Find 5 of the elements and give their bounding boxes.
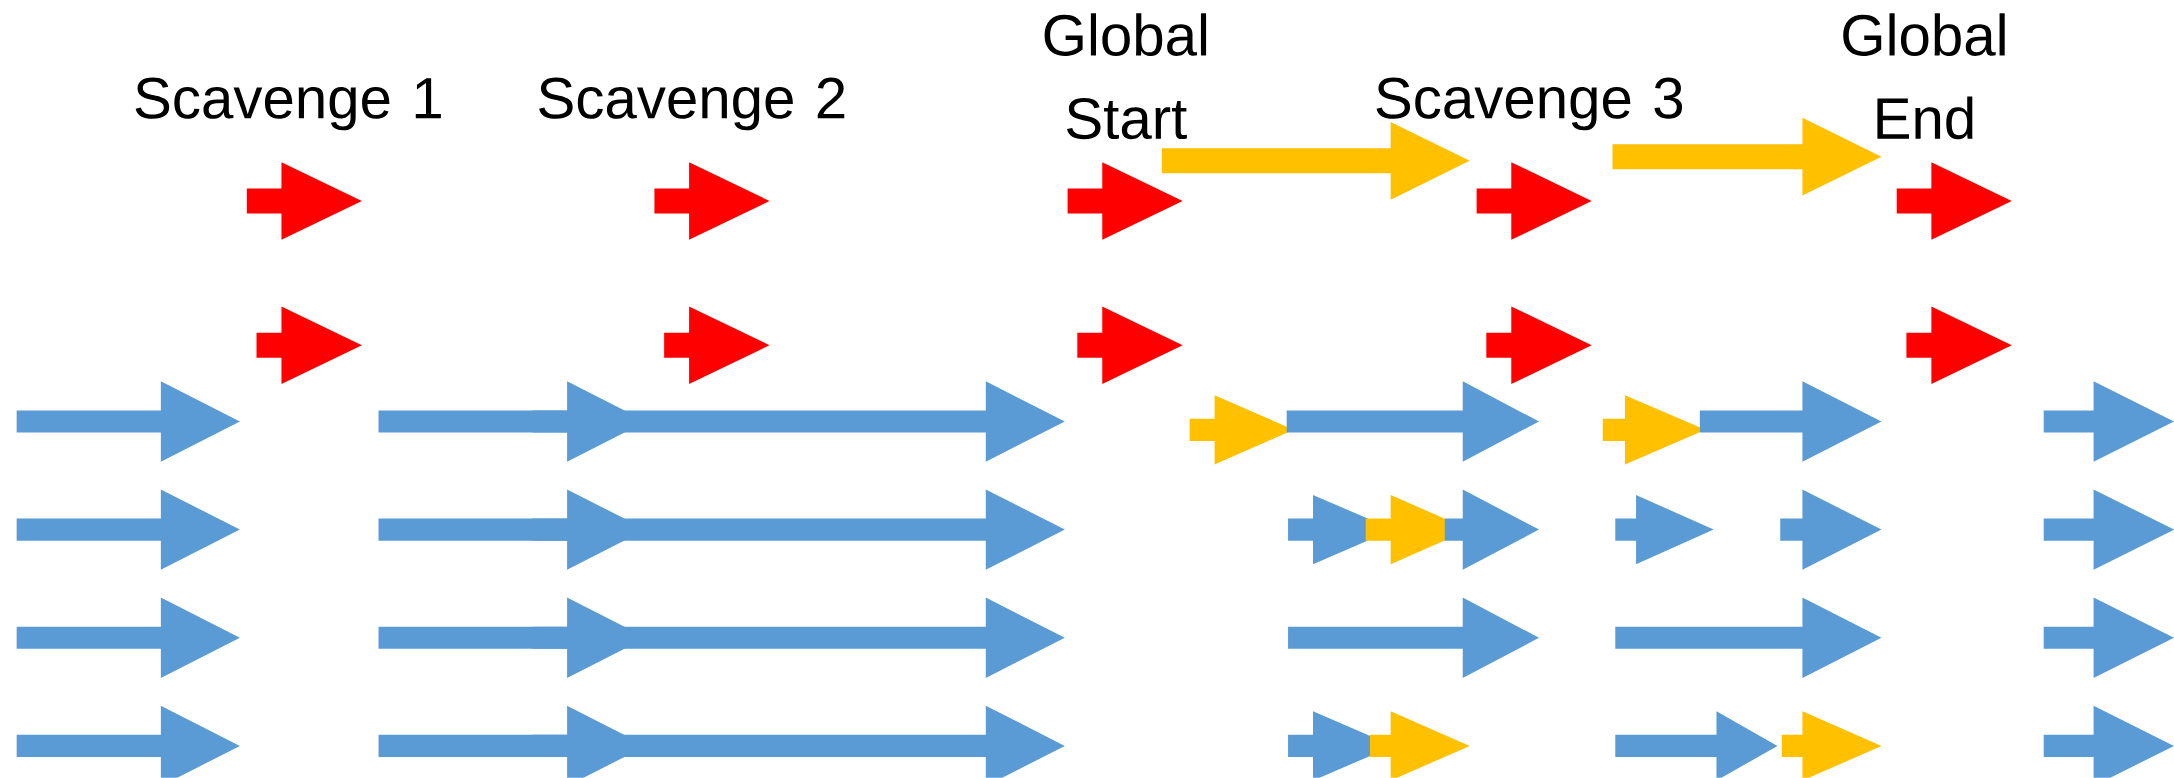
stage-label: Global End bbox=[1843, 13, 2005, 140]
stage-label: Scavenge 1 bbox=[135, 77, 441, 131]
stage-label: Scavenge 2 bbox=[539, 77, 845, 131]
stage-label: Global Start bbox=[1044, 13, 1207, 140]
stage-label: Scavenge 3 bbox=[1376, 77, 1683, 131]
